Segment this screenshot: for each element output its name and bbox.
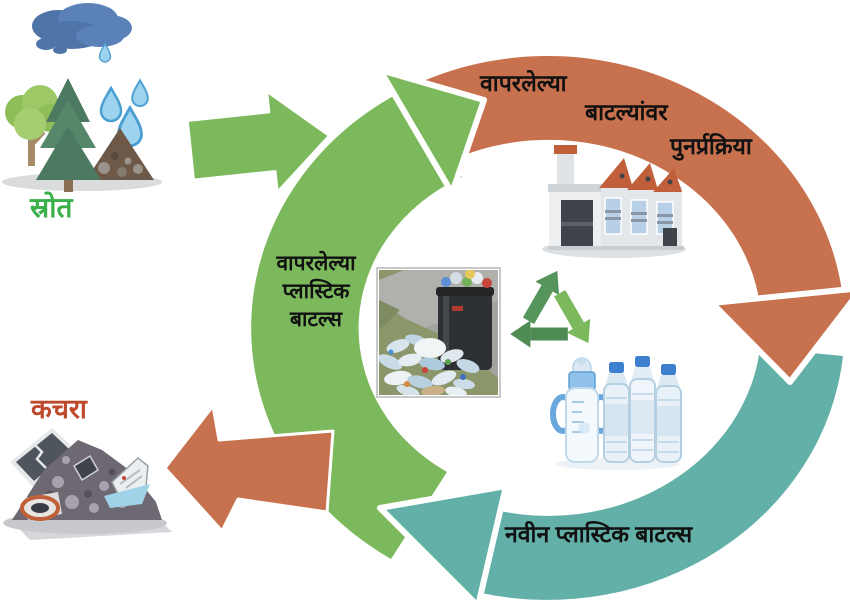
left-arc-label-line2: प्लास्टिक xyxy=(282,280,350,303)
top-arc-label-line2: बाटल्यांवर xyxy=(585,99,668,125)
left-arc-arrowhead xyxy=(377,67,487,196)
left-arc-label-line1: वापरलेल्या xyxy=(276,252,356,275)
water-bottles-icon xyxy=(603,356,682,463)
rain-cloud-icon xyxy=(32,3,132,54)
cycle-to-waste-arrow xyxy=(163,404,335,533)
left-arc-label: वापरलेल्या प्लास्टिक बाटल्स xyxy=(248,250,384,334)
mountain-icon xyxy=(86,128,154,180)
source-to-cycle-arrow xyxy=(185,89,332,194)
cycle-top-arc xyxy=(400,55,844,315)
nature-icon xyxy=(2,3,162,192)
top-arc-label-line3: पुनर्प्रक्रिया xyxy=(670,133,752,159)
waste-label: कचरा xyxy=(31,394,87,424)
trash-bin-photo xyxy=(376,267,501,398)
factory-icon xyxy=(542,145,686,258)
source-label: स्रोत xyxy=(30,192,73,223)
top-arc-label-line1: वापरलेल्या xyxy=(480,70,567,96)
cycle-bottom-arc xyxy=(481,348,843,600)
round-tree-icon xyxy=(5,85,64,166)
recycling-arrows-icon xyxy=(510,270,591,348)
top-arc-arrowhead xyxy=(709,286,850,385)
baby-bottle-icon xyxy=(550,357,614,463)
pine-tree-icon xyxy=(36,78,101,192)
garbage-pile-icon xyxy=(3,428,172,540)
broken-screen-icon xyxy=(10,428,76,488)
plastic-bottles-icon xyxy=(550,356,682,470)
raindrops-icon xyxy=(98,43,149,148)
bottom-arc-label: नवीन प्लास्टिक बाटल्स xyxy=(505,521,693,547)
left-arc-label-line3: बाटल्स xyxy=(290,308,342,331)
fish-skeleton-icon xyxy=(104,457,150,508)
bottom-arc-arrowhead xyxy=(377,483,509,609)
tin-can-icon xyxy=(20,492,62,521)
